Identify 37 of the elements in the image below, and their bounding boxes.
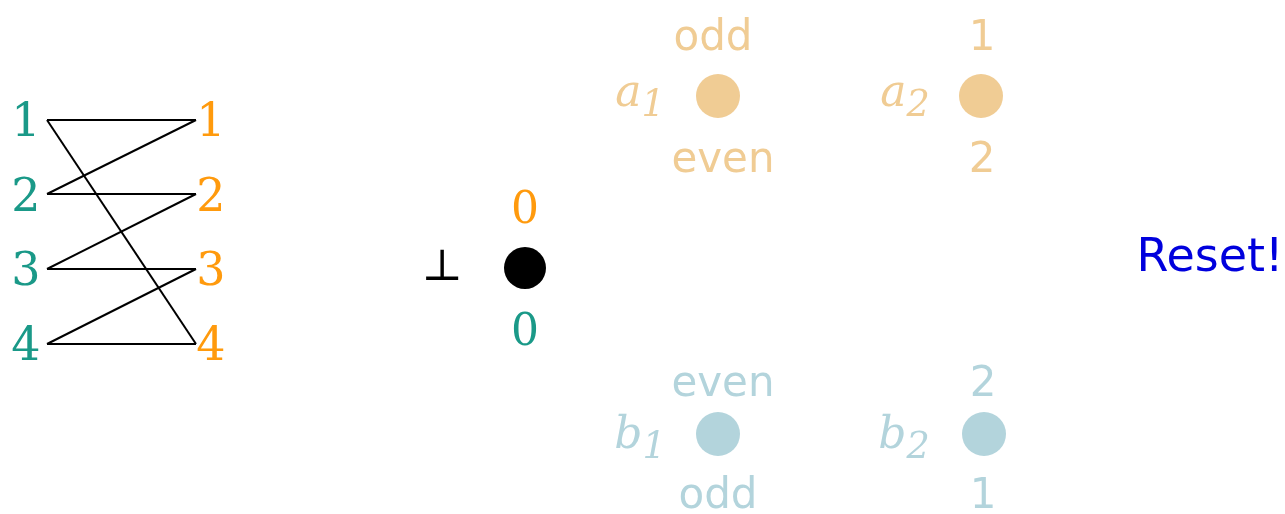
state-dot [962,412,1006,456]
matching-line [46,119,197,195]
state-dot [696,74,740,118]
value-label: 1 [969,473,997,514]
vertex-number: 2 [196,172,226,218]
matching-line [46,119,197,345]
vertex-number: 4 [11,321,41,367]
vertex-number: 3 [196,246,226,292]
value-label: 2 [969,361,997,403]
value-label: 0 [511,186,539,230]
variable-label: a$_{1}$ [615,69,665,123]
value-label: 2 [968,137,996,179]
value-label: 0 [511,308,539,352]
state-dot [696,412,740,456]
variable-label: a$_{2}$ [880,69,930,123]
vertex-number: 1 [11,97,41,143]
vertex-number: 1 [196,97,226,143]
matching-line [46,193,197,195]
vertex-number: 2 [11,172,41,218]
value-label: odd [673,15,753,57]
matching-line [46,119,197,121]
matching-line [46,343,197,345]
state-dot [959,74,1003,118]
variable-label: ⊥ [421,243,463,287]
variable-label: b$_{1}$ [614,411,666,465]
value-label: even [671,137,775,179]
reset-link: Reset! [1136,232,1284,278]
vertex-number: 4 [196,321,226,367]
value-label: even [671,361,775,403]
matching-line [46,268,197,345]
variable-label: b$_{2}$ [878,411,930,465]
vertex-number: 3 [11,246,41,292]
matching-line [46,268,197,270]
value-label: odd [678,473,758,514]
value-label: 1 [968,15,996,57]
state-dot [504,247,546,289]
matching-line [46,193,197,270]
